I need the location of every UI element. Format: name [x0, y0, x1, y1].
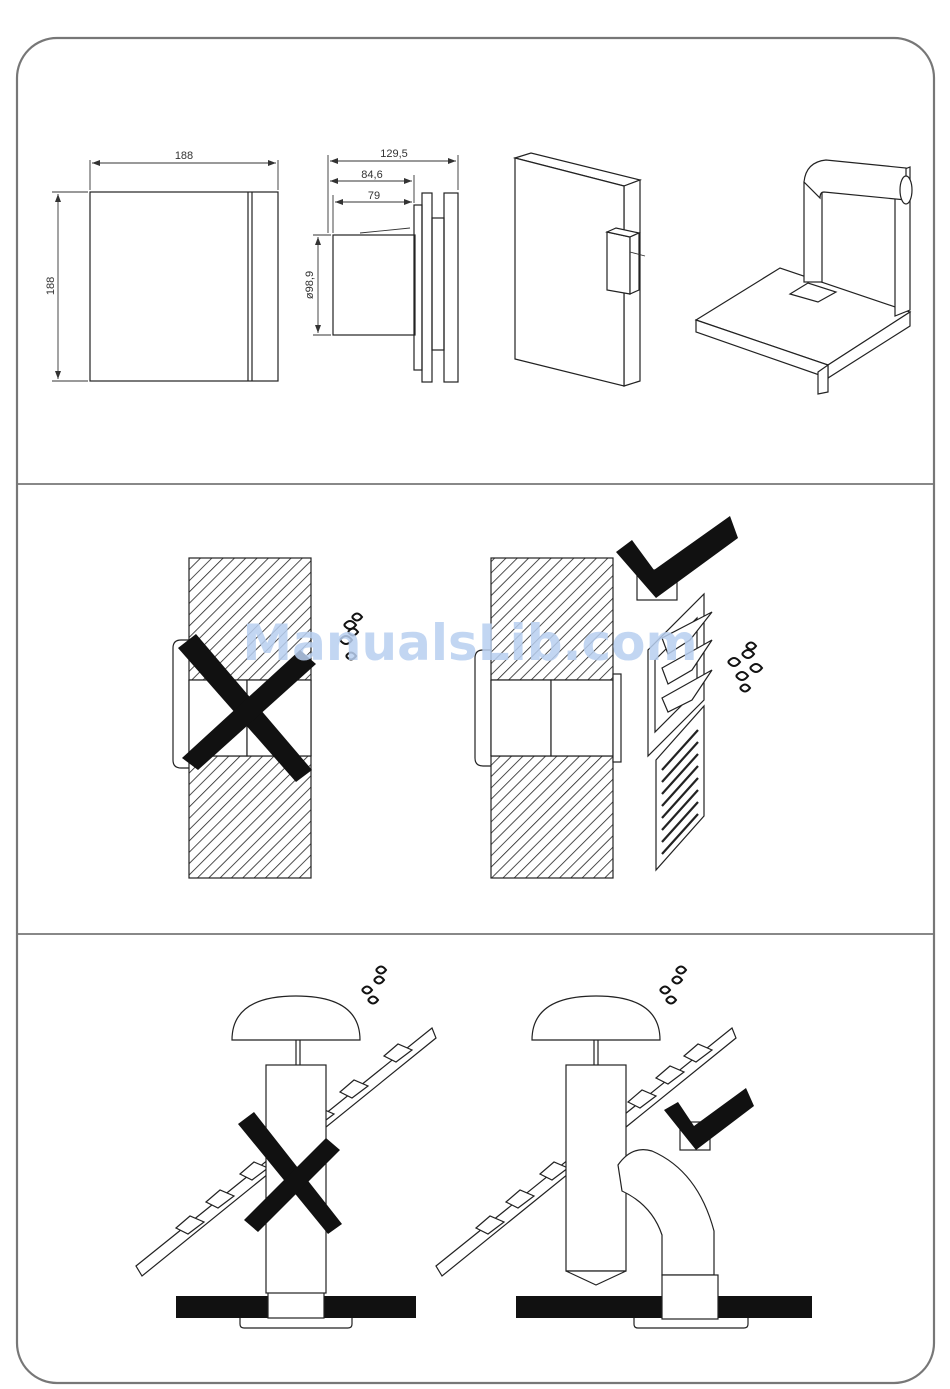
- front-height-label: 188: [45, 277, 57, 295]
- rain-icon: [660, 967, 686, 1004]
- side-total-depth-label: 129,5: [380, 148, 408, 160]
- side-depth-mid-label: 84,6: [361, 169, 382, 181]
- correct-wall-install: [475, 516, 762, 878]
- duct-diameter-label: ø98,9: [304, 271, 316, 299]
- watermark: ManualsLib.com: [242, 614, 697, 672]
- correct-roof-install: [436, 967, 812, 1329]
- wrong-wall-install: [173, 558, 362, 878]
- check-mark-icon: [664, 1088, 754, 1150]
- side-depth-short-label: 79: [368, 190, 380, 202]
- front-view-drawing: 188 188: [45, 150, 278, 381]
- side-view-drawing: 129,5 84,6 79 ø98,9: [304, 148, 458, 382]
- rain-icon: [728, 643, 762, 692]
- wrong-roof-install: [136, 967, 436, 1329]
- ceiling-mount-isometric: [696, 160, 912, 394]
- rain-icon: [362, 967, 386, 1004]
- wall-mount-isometric: [515, 153, 645, 386]
- check-mark-icon: [616, 516, 738, 600]
- front-width-label: 188: [175, 150, 193, 162]
